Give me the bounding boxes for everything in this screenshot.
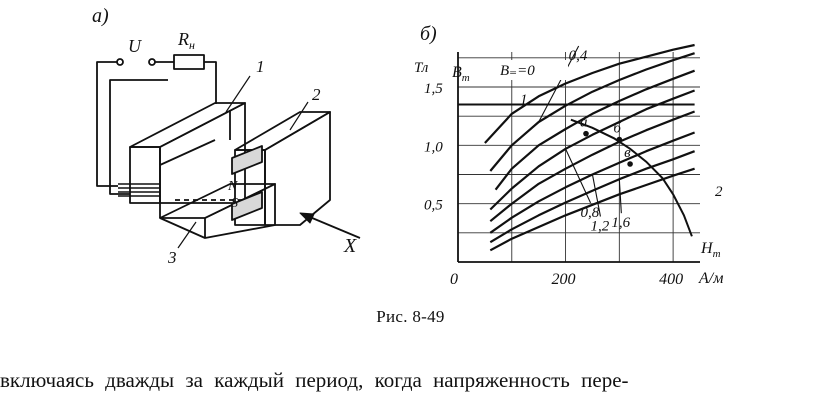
param-leader <box>591 174 601 217</box>
demagnetization-curve <box>570 118 693 237</box>
series-line-3 <box>489 89 695 211</box>
pole-north: N <box>227 179 238 194</box>
unit-y: Тл <box>414 60 429 76</box>
series-line-0 <box>484 43 695 144</box>
direction-label: X <box>343 235 357 257</box>
operating-point <box>583 130 589 137</box>
chart-curves <box>458 43 695 252</box>
param-leader <box>565 148 592 204</box>
y-tick-label: 1,5 <box>424 81 443 97</box>
operating-point <box>627 161 633 167</box>
core-3 <box>159 183 276 239</box>
x-tick-label: 200 <box>552 271 576 288</box>
core-2 <box>231 111 331 226</box>
part-label-2: 2 <box>312 85 321 104</box>
series-line-6 <box>489 150 695 244</box>
part-label-1: 1 <box>256 57 265 76</box>
winding <box>118 183 160 197</box>
part-label-3: 3 <box>167 248 177 267</box>
schematic-panel: а) U Rн <box>92 5 361 267</box>
y-tick-label: 0,5 <box>424 198 443 214</box>
curve-label-2: 2 <box>715 184 723 200</box>
x-tick-label: 0 <box>450 271 458 288</box>
series-line-1 <box>489 52 695 172</box>
param-label: 1,6 <box>611 215 630 231</box>
series-line-5 <box>489 131 695 234</box>
y-tick-label: 1,0 <box>424 139 443 155</box>
param-leader <box>618 179 622 214</box>
load-resistor <box>173 54 205 70</box>
point-label: в <box>624 145 631 161</box>
panel-label-b: б) <box>420 23 437 45</box>
pole-south: S <box>231 196 238 211</box>
body-text: включаясь дважды за каждый период, когда… <box>0 368 629 392</box>
series-line-7 <box>489 167 695 252</box>
curve-label-1: 1 <box>520 92 528 108</box>
param-leader <box>538 45 580 123</box>
x-tick-label: 400 <box>659 271 683 288</box>
param-label: 1,2 <box>590 219 609 235</box>
terminal-left <box>116 58 124 66</box>
chart-ticks: 0 200 400 0,5 1,0 1,5 <box>424 81 683 288</box>
direction-arrow <box>304 214 361 239</box>
axis-x-label: Hm <box>700 240 721 260</box>
param-label: 0,8 <box>581 205 600 221</box>
series-line-2 <box>494 69 695 191</box>
panel-label-a: а) <box>92 5 109 27</box>
figure-caption: Рис. 8-49 <box>376 307 445 326</box>
unit-x: А/м <box>698 270 723 287</box>
point-label: а <box>580 115 588 131</box>
terminal-right <box>148 58 156 66</box>
param-label-zero: B₌=0 <box>500 63 535 79</box>
resistor-label: Rн <box>177 29 195 52</box>
series-line-4 <box>489 110 695 223</box>
param-label: 0,4 <box>569 48 588 64</box>
axis-y-label: Bm <box>452 64 470 84</box>
point-label: б <box>613 121 621 137</box>
operating-point <box>616 136 623 143</box>
voltage-label: U <box>128 36 142 56</box>
